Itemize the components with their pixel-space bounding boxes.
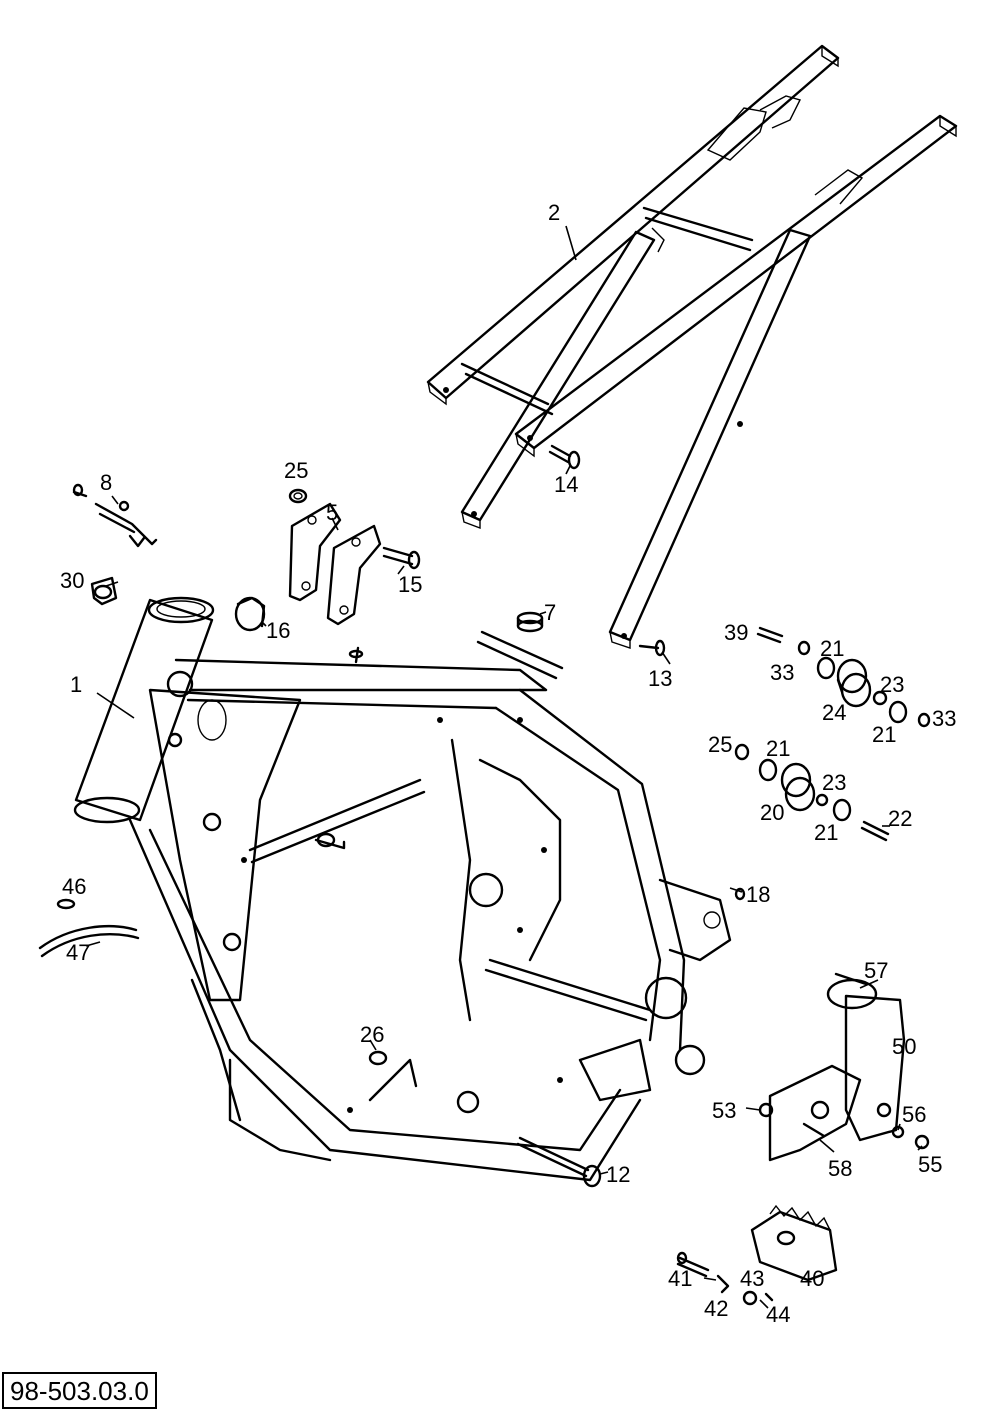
callout-25-a: 25: [284, 458, 308, 483]
part-39-bolt: [756, 626, 784, 644]
part-50-reservoir: [826, 972, 906, 1142]
callout-16: 16: [266, 618, 290, 643]
callout-42: 42: [704, 1296, 728, 1321]
callout-20: 20: [760, 800, 784, 825]
part-41-44-footpeg-hardware: [676, 1251, 774, 1306]
part-26-nut: [368, 1050, 388, 1066]
callout-53: 53: [712, 1098, 736, 1123]
part-46-47-hose: [38, 898, 140, 958]
part-5-brackets: [288, 502, 382, 626]
callout-labels: 1 2 5 7 8 12 13 14 15 16 18 20 21 21 21 …: [60, 200, 956, 1327]
callout-39: 39: [724, 620, 748, 645]
callout-18: 18: [746, 882, 770, 907]
part-7-plug: [516, 611, 544, 633]
callout-47: 47: [66, 940, 90, 965]
callout-2: 2: [548, 200, 560, 225]
part-55-56-fasteners: [891, 1125, 930, 1150]
callout-21-d: 21: [814, 820, 838, 845]
part-14-screw: [548, 444, 581, 470]
callout-15: 15: [398, 572, 422, 597]
leader-lines: [85, 225, 923, 1309]
callout-58: 58: [828, 1156, 852, 1181]
callout-56: 56: [902, 1102, 926, 1127]
callout-23-b: 23: [822, 770, 846, 795]
callout-21-c: 21: [766, 736, 790, 761]
callout-40: 40: [800, 1266, 824, 1291]
callout-12: 12: [606, 1162, 630, 1187]
callout-25-b: 25: [708, 732, 732, 757]
part-12-bolt: [516, 1136, 602, 1188]
bushing-set-upper: [816, 656, 908, 724]
part-33-washers: [797, 640, 931, 728]
callout-26: 26: [360, 1022, 384, 1047]
callout-1: 1: [70, 672, 82, 697]
part-30-plug: [90, 576, 118, 606]
part-18-pin: [734, 887, 746, 901]
callout-30: 30: [60, 568, 84, 593]
callout-41: 41: [668, 1266, 692, 1291]
callout-24: 24: [822, 700, 846, 725]
callout-14: 14: [554, 472, 578, 497]
callout-23-a: 23: [880, 672, 904, 697]
callout-57: 57: [864, 958, 888, 983]
part-8-sensor: [72, 483, 158, 548]
part-13-screw: [638, 639, 666, 657]
part-16-cap: [234, 596, 266, 632]
callout-21-a: 21: [820, 636, 844, 661]
part-40-footpeg: [750, 1204, 838, 1282]
callout-5: 5: [326, 500, 338, 525]
drawing-code-label: 98-503.03.0: [2, 1372, 157, 1409]
subframe-part: [426, 44, 958, 649]
callout-50: 50: [892, 1034, 916, 1059]
callout-46: 46: [62, 874, 86, 899]
callout-21-b: 21: [872, 722, 896, 747]
callout-33-a: 33: [770, 660, 794, 685]
callout-7: 7: [544, 600, 556, 625]
callout-22: 22: [888, 806, 912, 831]
part-25-nut-upper: [288, 488, 308, 504]
bushing-set-lower: [734, 743, 890, 842]
callout-55: 55: [918, 1152, 942, 1177]
callout-13: 13: [648, 666, 672, 691]
part-15-bolt: [382, 546, 421, 570]
callout-33-b: 33: [932, 706, 956, 731]
main-frame-part: [73, 596, 732, 1182]
callout-43: 43: [740, 1266, 764, 1291]
callout-8: 8: [100, 470, 112, 495]
callout-44: 44: [766, 1302, 790, 1327]
